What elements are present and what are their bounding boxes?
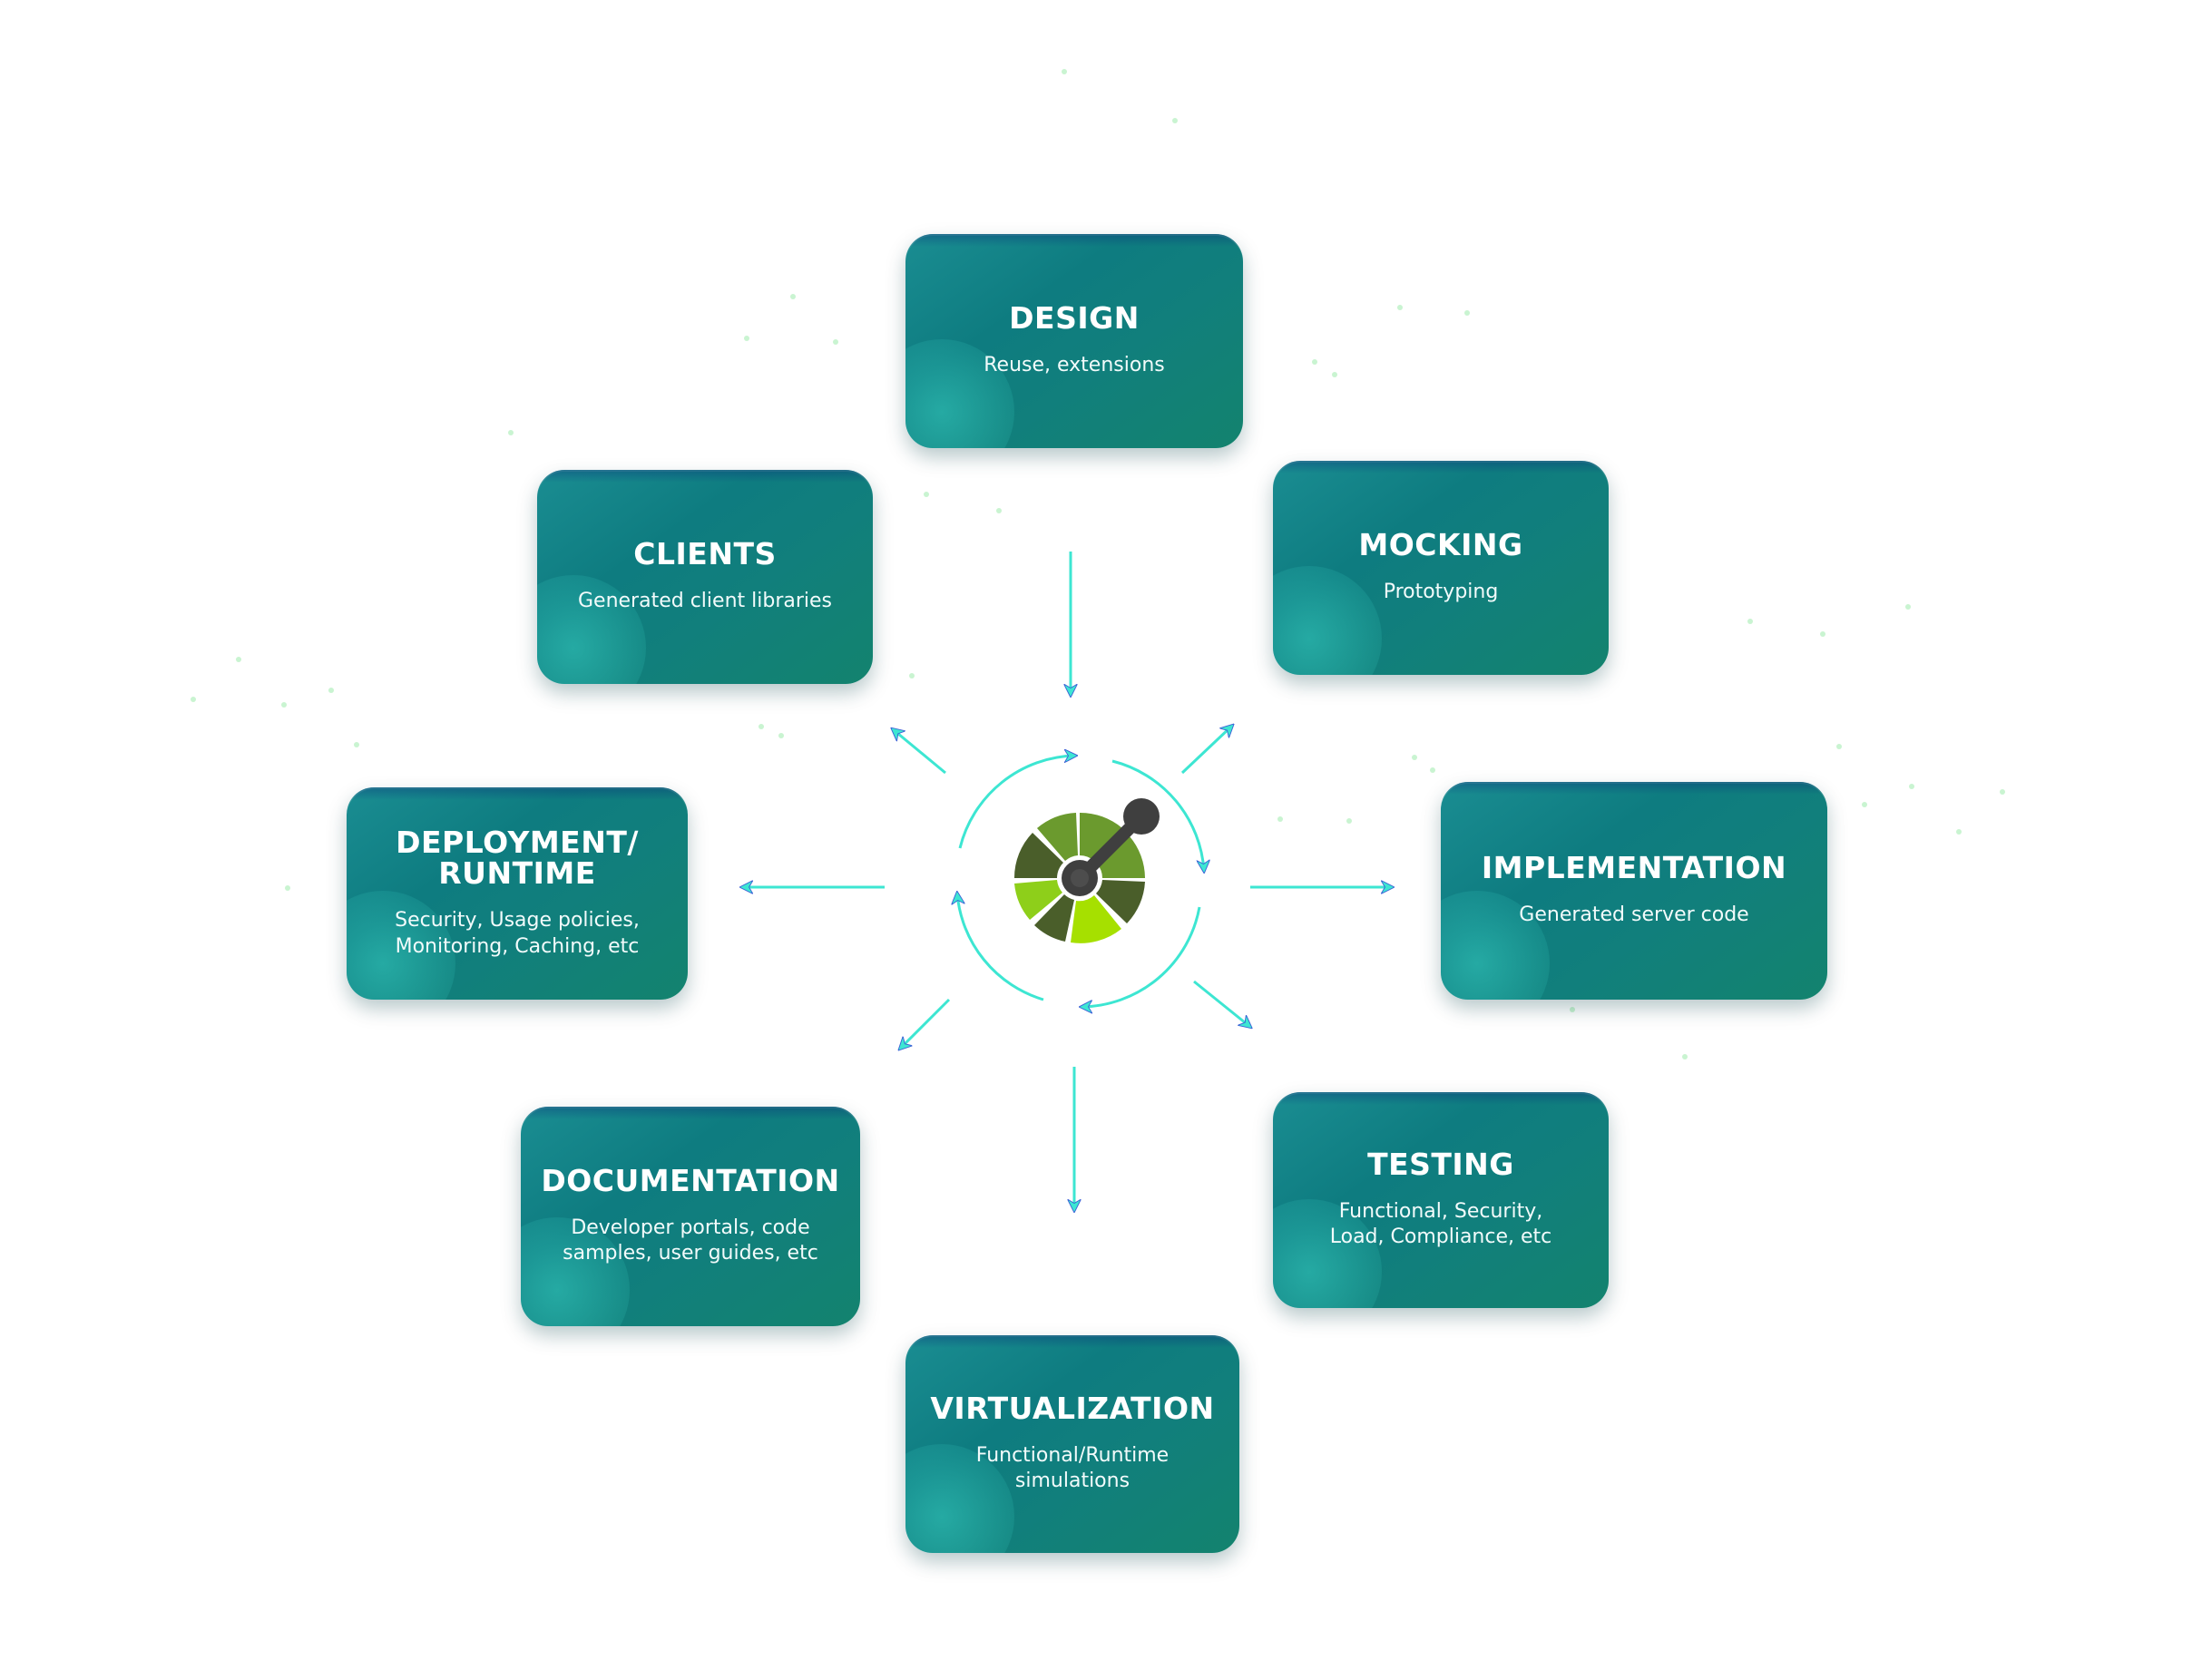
background-speck (354, 742, 359, 747)
logo-segment (1080, 812, 1122, 861)
logo-segment (1097, 836, 1145, 878)
testing-subtitle: Functional, Security, Load, Compliance, … (1329, 1199, 1552, 1249)
documentation-subtitle: Developer portals, code samples, user gu… (563, 1216, 818, 1265)
deployment-subtitle: Security, Usage policies, Monitoring, Ca… (395, 909, 640, 958)
radial-arrows (742, 552, 1392, 1210)
logo-hub-inner (1071, 869, 1089, 887)
background-speck (1956, 829, 1962, 835)
virtualization-card: VIRTUALIZATION Functional/Runtime simula… (905, 1335, 1239, 1553)
background-speck (191, 697, 196, 702)
background-speck (1820, 631, 1825, 637)
clients-title: CLIENTS (633, 536, 777, 572)
background-speck (1412, 755, 1417, 760)
virtualization-subtitle: Functional/Runtime simulations (975, 1443, 1170, 1493)
background-speck (281, 702, 287, 708)
loop-arrow-right-top (1111, 759, 1204, 871)
background-speck (744, 336, 749, 341)
logo-segment (1071, 895, 1121, 943)
mocking-card: MOCKING Prototyping (1273, 461, 1609, 675)
background-speck (1312, 359, 1317, 365)
design-title: DESIGN (1009, 300, 1140, 337)
background-speck (1172, 118, 1178, 123)
design-subtitle: Reuse, extensions (984, 354, 1165, 377)
documentation-title: DOCUMENTATION (541, 1163, 840, 1199)
implementation-title: IMPLEMENTATION (1481, 850, 1787, 886)
deployment-card: DEPLOYMENT/ RUNTIME Security, Usage poli… (347, 787, 688, 1000)
logo-segment (1096, 880, 1145, 923)
clients-card: CLIENTS Generated client libraries (537, 470, 873, 684)
loop-arrow-left (957, 893, 1044, 1001)
background-speck (285, 885, 290, 891)
background-speck (1909, 784, 1914, 789)
arrow-to-testing (1193, 980, 1250, 1027)
implementation-subtitle: Generated server code (1519, 903, 1749, 927)
background-speck (236, 657, 241, 662)
background-speck (1570, 1007, 1575, 1012)
arrow-to-clients (893, 729, 946, 775)
loop-arrow-bottom (1082, 906, 1201, 1007)
documentation-card: DOCUMENTATION Developer portals, code sa… (521, 1107, 860, 1326)
background-speck (1747, 619, 1753, 624)
background-speck (2000, 789, 2005, 795)
background-speck (778, 733, 784, 738)
background-speck (1464, 310, 1470, 316)
logo-segment (1034, 894, 1074, 942)
loop-arrow-top (958, 756, 1075, 849)
background-speck (996, 508, 1002, 513)
testing-title: TESTING (1367, 1147, 1514, 1183)
background-speck (1397, 305, 1403, 310)
background-speck (508, 430, 514, 435)
testing-card: TESTING Functional, Security, Load, Comp… (1273, 1092, 1609, 1308)
deployment-title: DEPLOYMENT/ RUNTIME (396, 824, 639, 892)
background-speck (1277, 816, 1283, 822)
arrow-to-mocking (1180, 726, 1232, 775)
background-speck (1682, 1054, 1688, 1059)
background-speck (1346, 818, 1352, 824)
logo-knob (1123, 798, 1160, 835)
virtualization-title: VIRTUALIZATION (930, 1391, 1215, 1427)
logo-segment (1037, 813, 1078, 861)
clients-subtitle: Generated client libraries (578, 590, 832, 613)
logo-segment (1014, 880, 1062, 920)
background-speck (833, 339, 838, 345)
background-speck (1862, 802, 1867, 807)
background-speck (924, 492, 929, 497)
background-speck (1905, 604, 1911, 610)
background-speck (759, 724, 764, 729)
implementation-card: IMPLEMENTATION Generated server code (1441, 782, 1827, 1000)
lifecycle-loop (957, 756, 1204, 1007)
background-speck (1332, 372, 1337, 377)
background-speck (909, 673, 915, 679)
background-speck (1836, 744, 1842, 749)
background-speck (790, 294, 796, 299)
background-speck (1062, 69, 1067, 74)
design-card: DESIGN Reuse, extensions (905, 234, 1243, 448)
logo-segment (1013, 833, 1063, 878)
arrow-to-documentation (900, 998, 951, 1049)
background-speck (328, 688, 334, 693)
mocking-subtitle: Prototyping (1383, 581, 1499, 604)
background-speck (1430, 767, 1435, 773)
mocking-title: MOCKING (1358, 527, 1523, 563)
openapi-logo-icon (1013, 798, 1160, 943)
